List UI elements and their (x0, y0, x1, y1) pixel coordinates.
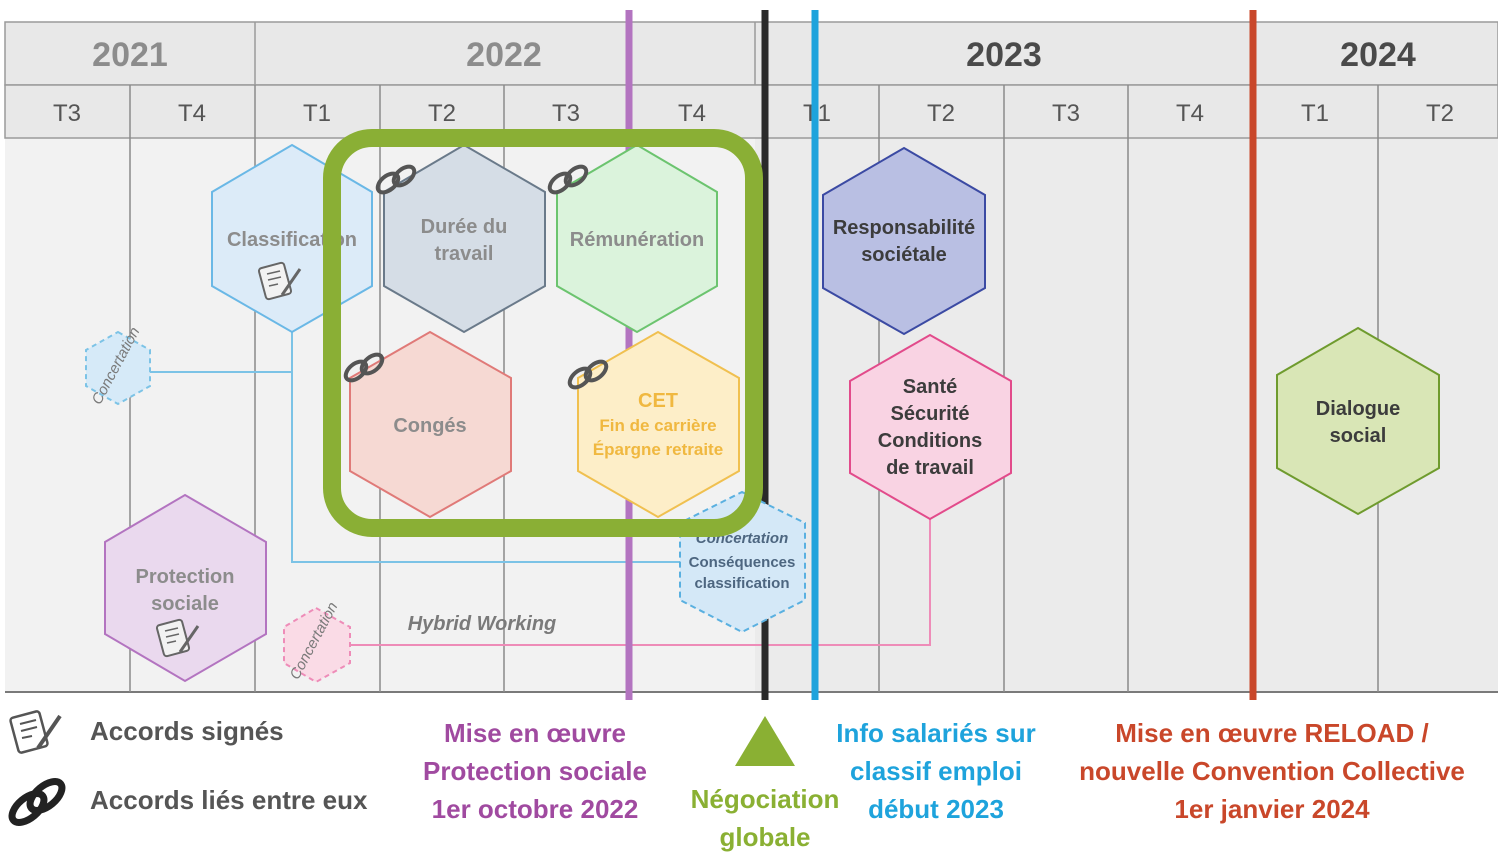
hybrid-working-label: Hybrid Working (408, 613, 557, 635)
quarter-label: T2 (428, 100, 456, 127)
caption-line: Protection sociale (423, 756, 647, 786)
caption-line: début 2023 (868, 794, 1004, 824)
chain-link-icon (547, 164, 589, 195)
legend-linked-label: Accords liés entre eux (90, 785, 368, 815)
caption-line: Négociation (690, 784, 840, 814)
hex-dialogue-social[interactable] (1276, 326, 1440, 516)
chain-link-icon (567, 359, 609, 390)
caption-line: 1er octobre 2022 (431, 794, 639, 824)
milestone-caption-info: Info salariés sur classif emploi début 2… (820, 714, 1052, 828)
hex-concertation-1[interactable] (85, 330, 151, 406)
remuneration-label: Rémunération (570, 229, 704, 251)
caption-line: 1er janvier 2024 (1174, 794, 1370, 824)
legend-linked-icon (8, 778, 66, 826)
legend-signed-label: Accords signés (90, 716, 284, 746)
connector-hybrid-working (350, 515, 931, 646)
caption-line: Mise en œuvre (443, 718, 627, 748)
year-label-2024: 2024 (1340, 36, 1416, 74)
connector-classification-consequences (291, 372, 680, 563)
caption-line: classif emploi (850, 756, 1022, 786)
cet-line-2: Fin de carrière (599, 416, 716, 435)
year-label-2021: 2021 (92, 36, 168, 74)
signed-document-icon (257, 261, 302, 301)
milestone-caption-protection: Mise en œuvre Protection sociale 1er oct… (400, 714, 670, 828)
legend-signed-icon (9, 710, 62, 754)
hex-responsabilite-societale[interactable] (822, 146, 986, 336)
year-header (4, 21, 1498, 86)
negociation-triangle-icon (735, 716, 795, 766)
milestone-caption-negociation: Négociation globale (680, 780, 850, 856)
hex-cet[interactable] (577, 330, 740, 519)
dialogue-label-2: social (1330, 425, 1387, 447)
cet-title: CET (638, 390, 678, 412)
quarter-label: T3 (53, 100, 81, 127)
quarter-label: T4 (1176, 100, 1204, 127)
duree-label-2: travail (435, 243, 494, 265)
quarter-label: T3 (552, 100, 580, 127)
cet-line-3: Épargne retraite (593, 440, 723, 459)
quarter-label: T4 (678, 100, 706, 127)
quarter-label: T4 (178, 100, 206, 127)
hex-sante-securite[interactable] (849, 333, 1012, 521)
year-label-2023: 2023 (966, 36, 1042, 74)
quarter-label: T2 (1426, 100, 1454, 127)
quarter-header (4, 84, 1498, 139)
quarter-label: T1 (303, 100, 331, 127)
quarter-label: T1 (1301, 100, 1329, 127)
caption-line: Info salariés sur (836, 718, 1036, 748)
quarter-label: T2 (927, 100, 955, 127)
sante-label-4: de travail (886, 457, 974, 479)
chain-link-icon (343, 352, 385, 383)
global-negotiation-frame (323, 129, 763, 537)
conges-label: Congés (393, 415, 466, 437)
caption-line: nouvelle Convention Collective (1079, 756, 1465, 786)
signed-document-icon (155, 618, 200, 658)
caption-line: Mise en œuvre RELOAD / (1115, 718, 1429, 748)
caption-line: globale (719, 822, 811, 852)
protection-label-2: sociale (151, 593, 219, 615)
hex-protection-sociale[interactable] (104, 493, 267, 683)
chain-link-icon (375, 164, 417, 195)
hex-concertation-2[interactable] (283, 606, 351, 684)
protection-label-1: Protection (136, 566, 235, 588)
responsabilite-label-2: sociétale (861, 244, 947, 266)
year-label-2022: 2022 (466, 36, 542, 74)
duree-label-1: Durée du (421, 216, 508, 238)
dialogue-label-1: Dialogue (1316, 398, 1400, 420)
sante-label-1: Santé (903, 376, 957, 398)
sante-label-2: Sécurité (891, 403, 970, 425)
quarter-label: T3 (1052, 100, 1080, 127)
responsabilite-label-1: Responsabilité (833, 217, 975, 239)
hex-conges[interactable] (349, 330, 512, 519)
consequences-label-1: Conséquences (689, 554, 796, 571)
consequences-label-2: classification (694, 575, 789, 592)
sante-label-3: Conditions (878, 430, 982, 452)
milestone-caption-reload: Mise en œuvre RELOAD / nouvelle Conventi… (1060, 714, 1484, 828)
